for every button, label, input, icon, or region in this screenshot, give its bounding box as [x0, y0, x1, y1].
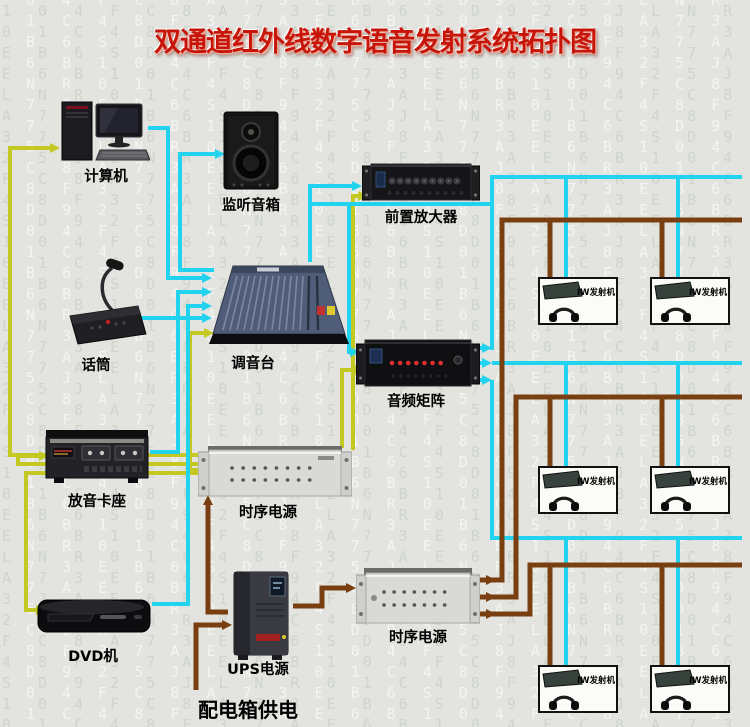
device-microphone: [60, 252, 152, 361]
device-audio-matrix: [355, 336, 481, 394]
label-dvd-player: DVD机: [68, 649, 118, 665]
device-monitor-speaker: [222, 110, 280, 196]
page-title: 双通道红外线数字语音发射系统拓扑图: [154, 27, 597, 58]
device-iw-transmitter-3: IW发射机: [538, 466, 618, 514]
label-computer: 计算机: [84, 169, 128, 185]
device-iw-transmitter-4: IW发射机: [650, 466, 730, 514]
label-ups: UPS电源: [227, 662, 289, 678]
label-power-sequencer-2: 时序电源: [389, 630, 447, 646]
device-iw-transmitter-6: IW发射机: [650, 665, 730, 713]
device-power-sequencer-1: [197, 446, 353, 504]
label-cassette-deck: 放音卡座: [68, 494, 126, 510]
device-dvd-player: [34, 588, 154, 648]
device-iw-transmitter-2: IW发射机: [650, 277, 730, 325]
transmitter-label: IW发射机: [688, 288, 727, 298]
label-microphone: 话筒: [81, 358, 111, 374]
label-distribution-box: 配电箱供电: [198, 698, 298, 722]
label-mixer: 调音台: [231, 356, 275, 372]
transmitter-label: IW发射机: [576, 477, 615, 487]
device-preamp: [361, 160, 481, 210]
transmitter-label: IW发射机: [688, 676, 727, 686]
device-cassette-deck: [42, 426, 152, 492]
transmitter-label: IW发射机: [576, 288, 615, 298]
device-ups: [226, 568, 296, 666]
label-preamp: 前置放大器: [384, 210, 458, 226]
label-power-sequencer-1: 时序电源: [239, 505, 297, 521]
device-power-sequencer-2: [355, 568, 481, 630]
label-monitor-speaker: 监听音箱: [222, 198, 280, 214]
audio-signal-wires: [126, 126, 742, 668]
device-computer: [58, 96, 151, 172]
transmitter-label: IW发射机: [688, 477, 727, 487]
mains-power-wires: [193, 217, 742, 690]
transmitter-label: IW发射机: [576, 676, 615, 686]
label-audio-matrix: 音频矩阵: [387, 394, 445, 410]
device-mixer: [205, 258, 350, 362]
device-iw-transmitter-1: IW发射机: [538, 277, 618, 325]
device-iw-transmitter-5: IW发射机: [538, 665, 618, 713]
